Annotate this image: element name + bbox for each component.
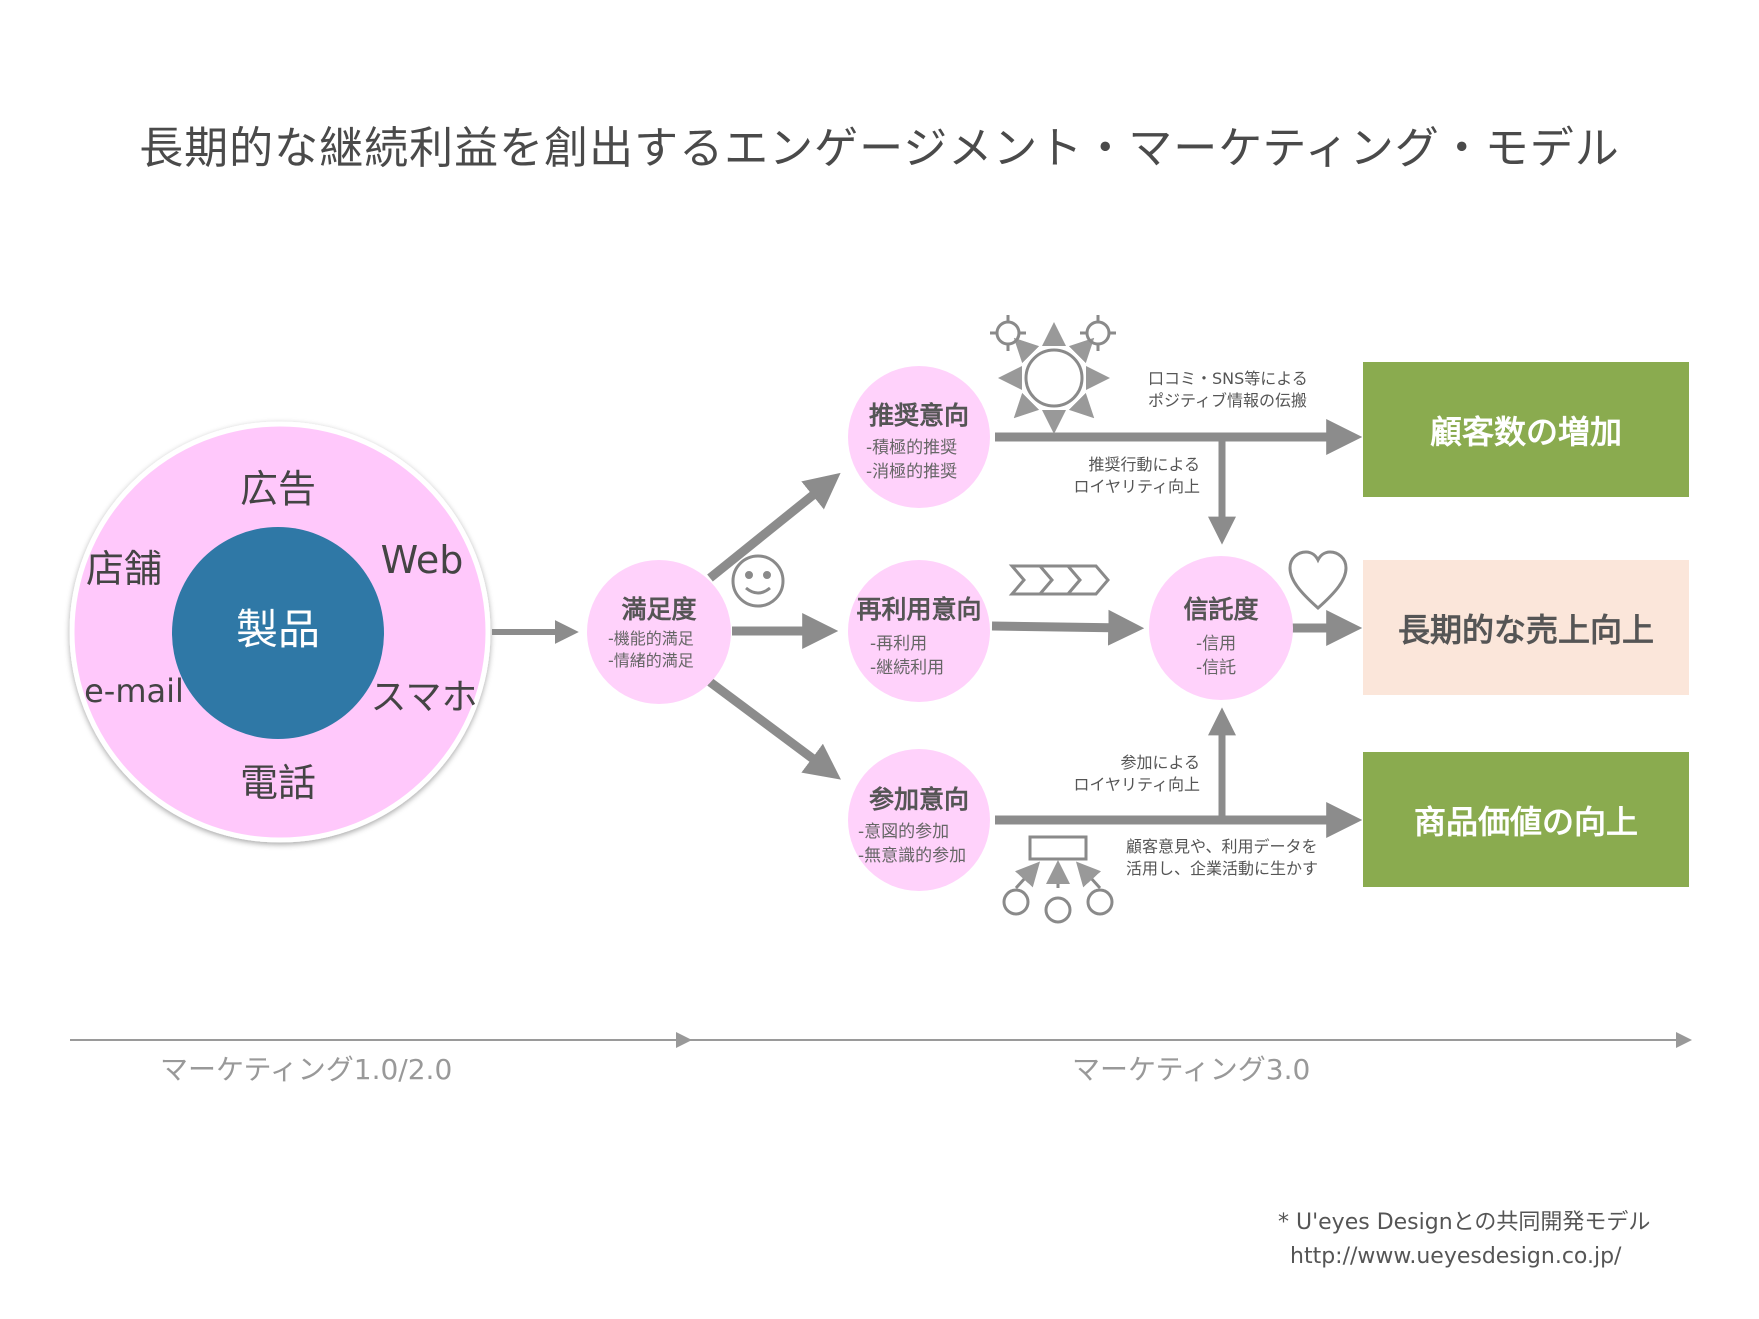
channel-phone-label: 電話: [239, 761, 316, 805]
product-label: 製品: [235, 605, 320, 654]
outcome-customers: 顧客数の増加: [1363, 362, 1689, 497]
note-line: ロイヤリティ向上: [1073, 775, 1200, 794]
note-line: 参加による: [1120, 753, 1200, 772]
note-recommend-loyalty: 推奨行動による ロイヤリティ向上: [1046, 454, 1200, 498]
arrow-to-recommend: [707, 472, 841, 582]
note-line: 口コミ・SNS等による: [1148, 369, 1308, 388]
reuse-items: -再利用 -継続利用: [870, 632, 944, 680]
outcome-sales: 長期的な売上向上: [1363, 560, 1689, 695]
satisfaction-item: -情緒的満足: [608, 651, 694, 670]
recommend-item: -積極的推奨: [866, 438, 958, 458]
node-trust-circle: [1149, 556, 1293, 700]
era-label-1-2: マーケティング1.0/2.0: [160, 1053, 453, 1086]
reuse-item: -継続利用: [870, 658, 945, 678]
reuse-item: -再利用: [870, 634, 928, 654]
channel-ad-label: 広告: [239, 467, 316, 511]
node-recommend-circle: [848, 366, 990, 508]
feedback-network-icon: [1002, 835, 1114, 924]
channel-web-label: Web: [380, 538, 464, 582]
chevron-arrows-icon: [1008, 564, 1110, 596]
participate-item: -無意識的参加: [858, 846, 967, 866]
note-feedback: 顧客意見や、利用データを 活用し、企業活動に生かす: [1126, 836, 1318, 880]
node-reuse-circle: [848, 560, 990, 702]
note-line: ポジティブ情報の伝搬: [1148, 391, 1308, 410]
credit-url: http://www.ueyesdesign.co.jp/: [1290, 1244, 1622, 1269]
trust-items: -信用 -信託: [1196, 632, 1236, 680]
recommend-items: -積極的推奨 -消極的推奨: [866, 436, 957, 484]
trust-title: 信託度: [1183, 595, 1259, 624]
channel-store-label: 店舗: [85, 547, 162, 591]
sun-icon: [990, 315, 1116, 434]
arrow-reuse-to-trust: [991, 609, 1145, 646]
participate-items: -意図的参加 -無意識的参加: [858, 820, 966, 868]
note-word-of-mouth: 口コミ・SNS等による ポジティブ情報の伝搬: [1148, 368, 1308, 412]
recommend-title: 推奨意向: [868, 401, 969, 430]
channel-smartphone-label: スマホ: [370, 677, 478, 718]
note-participate-loyalty: 参加による ロイヤリティ向上: [1046, 752, 1200, 796]
product-core: [172, 527, 384, 739]
credit-line: * U'eyes Designとの共同開発モデル: [1278, 1210, 1651, 1235]
heart-icon: [1288, 550, 1348, 611]
reuse-title: 再利用意向: [856, 595, 982, 624]
node-participate-circle: [848, 749, 990, 891]
arrow-to-participate: [707, 678, 841, 780]
era-label-3: マーケティング3.0: [1072, 1053, 1311, 1086]
note-line: 推奨行動による: [1088, 455, 1200, 474]
node-satisfaction-circle: [587, 560, 731, 704]
recommend-item: -消極的推奨: [866, 462, 958, 482]
page-title: 長期的な継続利益を創出するエンゲージメント・マーケティング・モデル: [139, 123, 1620, 174]
satisfaction-item: -機能的満足: [608, 629, 694, 648]
channel-email-label: e-mail: [84, 672, 184, 710]
outcome-value: 商品価値の向上: [1363, 752, 1689, 887]
participate-item: -意図的参加: [858, 822, 950, 842]
participate-title: 参加意向: [868, 785, 969, 814]
satisfaction-items: -機能的満足 -情緒的満足: [608, 628, 694, 672]
trust-item: -信用: [1196, 634, 1237, 654]
note-line: ロイヤリティ向上: [1073, 477, 1200, 496]
smile-icon: [731, 554, 785, 608]
note-line: 活用し、企業活動に生かす: [1126, 859, 1319, 878]
trust-item: -信託: [1196, 658, 1237, 678]
satisfaction-title: 満足度: [621, 595, 697, 624]
credit-text: * U'eyes Designとの共同開発モデル http://www.ueye…: [1278, 1206, 1650, 1274]
note-line: 顧客意見や、利用データを: [1126, 837, 1318, 856]
